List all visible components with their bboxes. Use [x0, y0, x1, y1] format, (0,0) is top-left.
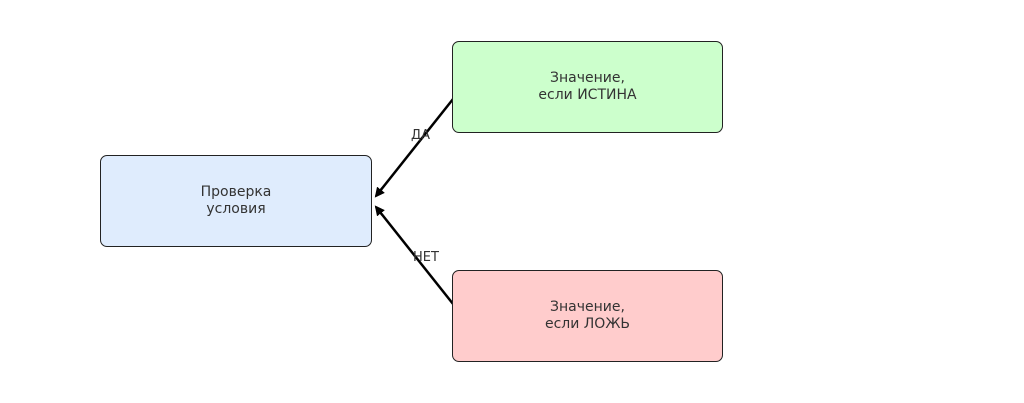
edge-no-arrow — [374, 205, 462, 315]
edge-yes-arrow — [374, 88, 462, 198]
node-value-if-true-line1: Значение, — [550, 70, 625, 86]
node-condition-check-line2: условия — [206, 201, 266, 217]
node-value-if-false: Значение, если ЛОЖЬ — [452, 270, 723, 362]
node-value-if-true: Значение, если ИСТИНА — [452, 41, 723, 133]
node-value-if-true-line2: если ИСТИНА — [538, 87, 637, 103]
edge-label-no: НЕТ — [413, 250, 439, 265]
node-condition-check: Проверка условия — [100, 155, 372, 247]
node-condition-check-line1: Проверка — [200, 184, 272, 200]
node-value-if-false-line2: если ЛОЖЬ — [544, 316, 631, 332]
edge-label-yes: ДА — [411, 128, 431, 143]
node-value-if-false-line1: Значение, — [550, 299, 625, 315]
